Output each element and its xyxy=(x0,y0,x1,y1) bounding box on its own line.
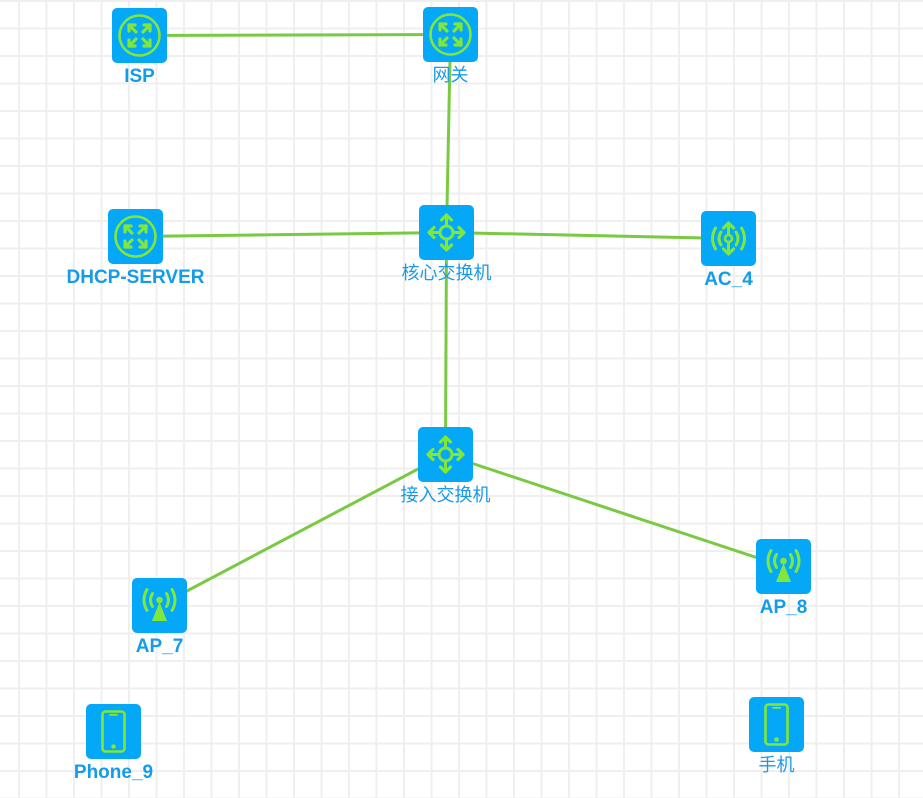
switch-icon xyxy=(419,205,474,260)
router-icon xyxy=(423,7,478,62)
router-icon xyxy=(108,209,163,264)
node-dhcp-server[interactable]: DHCP-SERVER xyxy=(67,209,204,288)
access-point-icon xyxy=(132,578,187,633)
wireless-controller-icon xyxy=(701,211,756,266)
node-ap-8[interactable]: AP_8 xyxy=(756,539,811,618)
node-access-switch[interactable]: 接入交换机 xyxy=(401,427,491,506)
link-access-ap8[interactable] xyxy=(445,453,784,568)
switch-icon xyxy=(418,427,473,482)
node-label: DHCP-SERVER xyxy=(66,267,205,288)
node-label: AP_7 xyxy=(135,636,184,657)
phone-icon xyxy=(86,704,141,759)
node-core-switch[interactable]: 核心交换机 xyxy=(402,205,492,284)
node-label: 网关 xyxy=(432,65,469,86)
node-gateway[interactable]: 网关 xyxy=(423,7,478,86)
access-point-icon xyxy=(756,539,811,594)
router-icon xyxy=(112,8,167,63)
node-label: Phone_9 xyxy=(73,762,154,783)
node-ap-7[interactable]: AP_7 xyxy=(132,578,187,657)
link-dhcp-core[interactable] xyxy=(135,231,447,238)
node-phone-9[interactable]: Phone_9 xyxy=(74,704,153,783)
node-label: 手机 xyxy=(758,755,795,776)
link-access-ap7[interactable] xyxy=(158,453,447,607)
link-isp-gateway[interactable] xyxy=(139,33,451,37)
phone-icon xyxy=(749,697,804,752)
node-label: 核心交换机 xyxy=(401,263,492,284)
node-label: ISP xyxy=(124,66,155,87)
link-core-ac4[interactable] xyxy=(446,231,729,240)
node-label: AC_4 xyxy=(704,269,753,290)
node-mobile-phone[interactable]: 手机 xyxy=(749,697,804,776)
node-label: 接入交换机 xyxy=(400,485,491,506)
node-label: AP_8 xyxy=(759,597,808,618)
node-ac-4[interactable]: AC_4 xyxy=(701,211,756,290)
node-isp[interactable]: ISP xyxy=(112,8,167,87)
link-core-access[interactable] xyxy=(444,232,448,455)
link-gateway-core[interactable] xyxy=(445,34,452,233)
